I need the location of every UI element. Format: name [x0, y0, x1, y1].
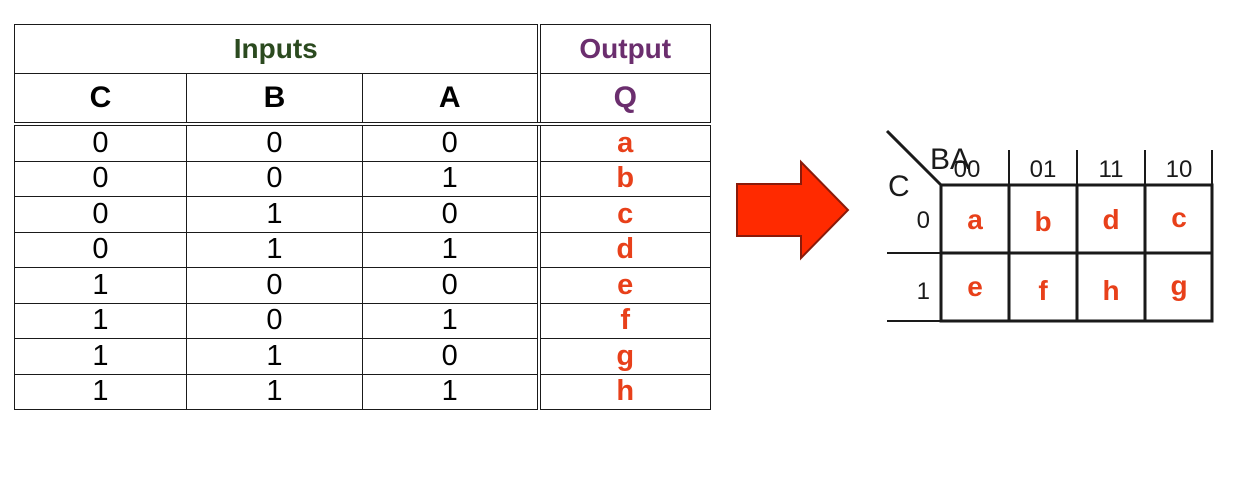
cell-b: 1 [186, 373, 363, 410]
cell-c: 1 [14, 302, 187, 339]
kmap-cell: b [1034, 206, 1051, 237]
kmap-cell: d [1102, 204, 1119, 235]
cell-c: 1 [14, 373, 187, 410]
cell-a: 1 [362, 302, 539, 339]
table-row: 0 1 0 c [14, 196, 711, 233]
cell-q: d [536, 231, 711, 268]
cell-a: 0 [362, 338, 539, 375]
kmap-cell: h [1102, 275, 1119, 306]
table-row: 1 1 1 h [14, 373, 711, 410]
cell-b: 0 [186, 160, 363, 197]
cell-q: g [536, 338, 711, 375]
output-header: Output [536, 24, 711, 74]
kmap-cell: f [1038, 275, 1048, 306]
truth-table: Inputs Output C B A Q 0 0 0 a 0 0 1 b 0 … [14, 24, 711, 410]
column-header-row: C B A Q [14, 73, 711, 126]
table-row: 1 1 0 g [14, 338, 711, 375]
kmap-col-label: 01 [1030, 156, 1057, 183]
cell-c: 0 [14, 231, 187, 268]
kmap-row-label: 0 [917, 207, 930, 234]
kmap-col-variable: BA [930, 143, 970, 176]
cell-a: 0 [362, 267, 539, 304]
cell-c: 0 [14, 123, 187, 162]
cell-a: 0 [362, 123, 539, 162]
cell-q: e [536, 267, 711, 304]
kmap-row-variable: C [888, 170, 910, 203]
cell-c: 0 [14, 160, 187, 197]
cell-q: h [536, 373, 711, 410]
inputs-header: Inputs [14, 24, 539, 74]
kmap-cell: e [967, 271, 983, 302]
kmap-col-label: 11 [1099, 156, 1124, 183]
column-header-q: Q [536, 73, 711, 126]
table-row: 1 0 0 e [14, 267, 711, 304]
kmap-cell: g [1170, 270, 1187, 301]
right-arrow-icon [736, 159, 850, 261]
cell-q: b [536, 160, 711, 197]
kmap-col-label: 00 [954, 156, 981, 183]
cell-c: 1 [14, 267, 187, 304]
table-row: 0 0 1 b [14, 160, 711, 197]
cell-b: 1 [186, 338, 363, 375]
kmap-cell: c [1171, 202, 1187, 233]
cell-b: 0 [186, 123, 363, 162]
kmap-row-label: 1 [917, 278, 930, 305]
cell-a: 1 [362, 160, 539, 197]
kmap-grid [885, 129, 1214, 323]
table-row: 0 0 0 a [14, 123, 711, 162]
cell-a: 1 [362, 373, 539, 410]
cell-a: 0 [362, 196, 539, 233]
cell-q: c [536, 196, 711, 233]
group-header-row: Inputs Output [14, 24, 711, 74]
cell-b: 0 [186, 267, 363, 304]
column-header-a: A [362, 73, 539, 126]
cell-b: 1 [186, 231, 363, 268]
kmap-col-label: 10 [1166, 156, 1193, 183]
kmap-cell: a [967, 204, 983, 235]
kmap-diagonal [885, 129, 943, 187]
column-header-c: C [14, 73, 187, 126]
cell-q: a [536, 123, 711, 162]
column-header-b: B [186, 73, 363, 126]
